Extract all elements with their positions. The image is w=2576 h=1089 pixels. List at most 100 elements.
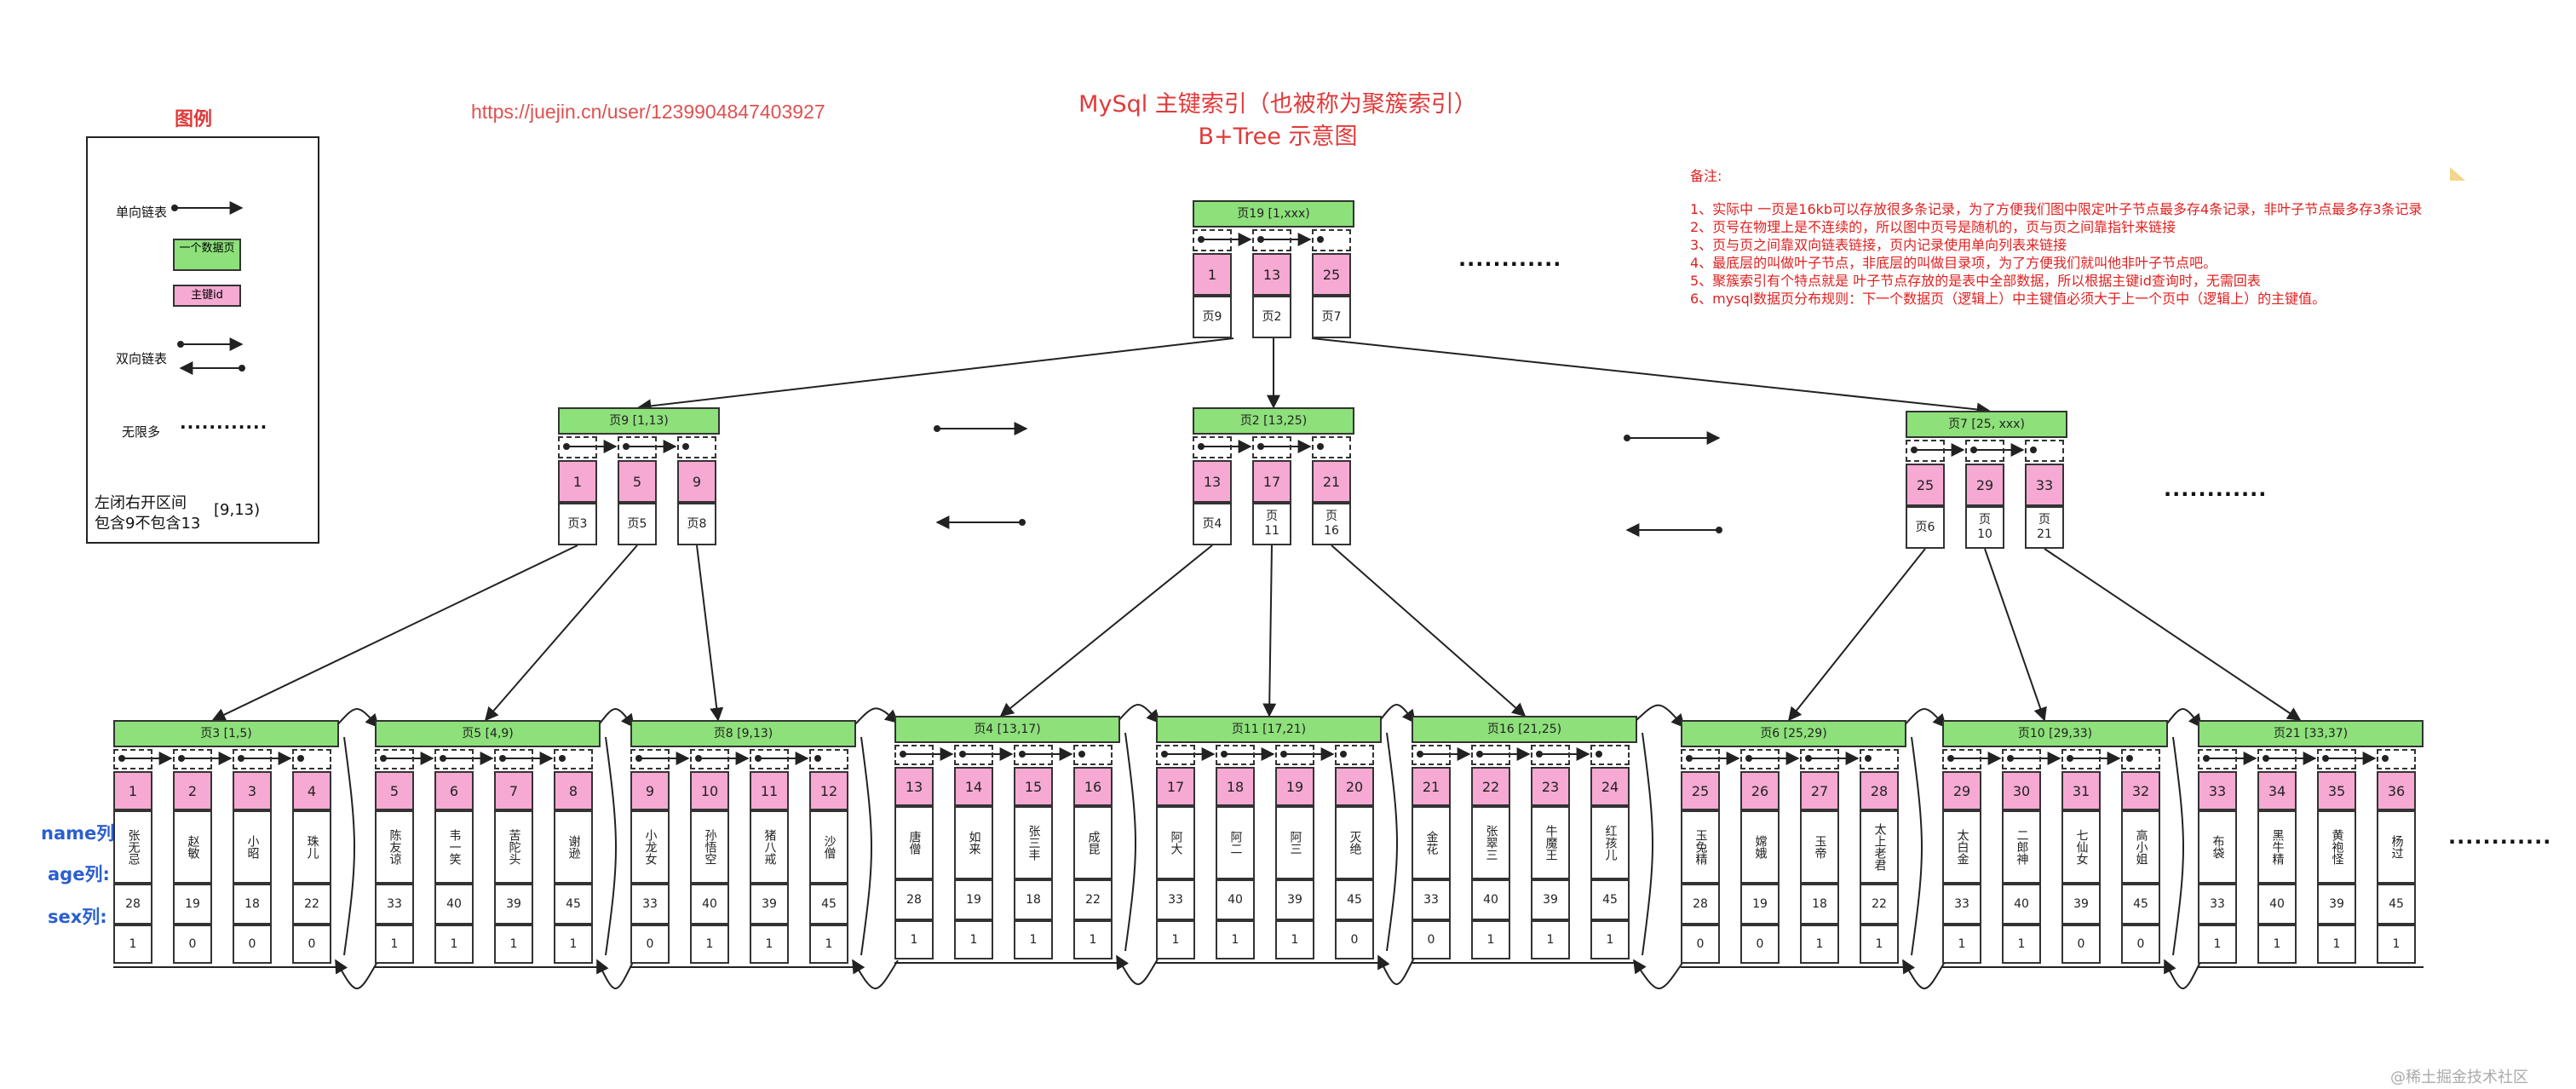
legend-interval-line1: 左闭右开区间 xyxy=(95,494,187,512)
leaf-id-cell: 13 xyxy=(894,767,934,806)
level1-node-key: 13 xyxy=(1193,460,1232,503)
leaf-page-prev-link xyxy=(1633,959,1685,989)
leaf-link-slot xyxy=(1590,745,1630,765)
leaf-sex-cell: 1 xyxy=(1014,920,1053,959)
level1-node-key: 5 xyxy=(618,460,657,503)
leaf-id-cell: 10 xyxy=(690,771,729,810)
leaf-name-cell: 张三丰 xyxy=(1014,806,1053,879)
leaf-id-cell: 24 xyxy=(1590,767,1630,806)
leaf-page-connector xyxy=(1911,736,1923,956)
leaf-name-cell: 嫦娥 xyxy=(1740,810,1780,884)
level1-node-key: 25 xyxy=(1906,464,1945,506)
leaf-link-slot xyxy=(173,749,212,769)
leaf-link-dot xyxy=(297,755,304,762)
level1-node-link-dot xyxy=(1317,443,1324,450)
root-to-page9-arrow xyxy=(637,337,1234,413)
leaf-link-slot xyxy=(113,749,152,769)
leaf-age-cell: 40 xyxy=(690,884,729,925)
root-page-pointer: 页7 xyxy=(1312,296,1351,338)
leaf-age-cell: 39 xyxy=(1275,879,1314,920)
leaf-page-connector xyxy=(1124,732,1136,952)
level1-link-dot xyxy=(1716,527,1722,533)
leaf-sex-cell: 1 xyxy=(1156,920,1195,959)
leaf-name-cell: 阿二 xyxy=(1216,806,1255,879)
level1-node-link-slot xyxy=(1312,436,1351,458)
leaf-name-cell: 布袋 xyxy=(2198,810,2237,884)
level1-node-page-pointer: 页5 xyxy=(618,503,657,545)
leaf-name-cell: 二郎神 xyxy=(2002,810,2041,884)
leaf-sex-cell: 1 xyxy=(494,925,533,964)
level1-to-leaf-arrow xyxy=(1331,544,1527,717)
leaf-sex-cell: 1 xyxy=(2002,925,2041,964)
leaf-id-cell: 21 xyxy=(1412,767,1451,806)
level1-node-page-pointer: 页 16 xyxy=(1312,503,1351,545)
level1-to-leaf-arrow xyxy=(999,544,1213,717)
leaf-name-cell: 珠儿 xyxy=(292,810,331,884)
leaf-id-cell: 29 xyxy=(1942,771,1981,810)
leaf-link-slot xyxy=(2121,749,2160,769)
leaf-page-prev-link xyxy=(596,959,635,989)
leaf-page-prev-link xyxy=(2164,959,2202,989)
note-item: 5、聚簇索引有个特点就是 叶子节点存放的是表中全部数据，所以根据主键id查询时，… xyxy=(1690,273,2261,289)
level1-node-page-pointer: 页 10 xyxy=(1965,506,2004,549)
level1-to-leaf-arrow xyxy=(211,544,578,721)
level1-link-dot xyxy=(1019,519,1026,526)
leaf-link-slot xyxy=(1275,745,1314,765)
leaf-link-slot xyxy=(1412,745,1451,765)
leaf-sex-cell: 1 xyxy=(1275,920,1314,959)
level1-node-key: 17 xyxy=(1252,460,1291,503)
level1-node-header: 页7 [25, xxx) xyxy=(1906,411,2067,438)
leaf-id-cell: 8 xyxy=(554,771,593,810)
leaf-sex-cell: 1 xyxy=(554,925,593,964)
leaf-link-slot xyxy=(1681,749,1720,769)
leaf-id-cell: 30 xyxy=(2002,771,2041,810)
leaf-age-cell: 19 xyxy=(173,884,212,925)
leaf-id-cell: 4 xyxy=(292,771,331,810)
leaf-age-cell: 22 xyxy=(292,884,331,925)
root-page-pointer: 页2 xyxy=(1252,296,1291,338)
leaf-sex-cell: 1 xyxy=(690,925,729,964)
diagram-subtitle: B+Tree 示意图 xyxy=(1198,124,1358,150)
leaf-id-cell: 20 xyxy=(1335,767,1374,806)
leaf-sex-cell: 0 xyxy=(1412,920,1451,959)
legend-double-link-label: 双向链表 xyxy=(116,351,168,366)
leaf-age-cell: 45 xyxy=(809,884,848,925)
leaf-page-next-link xyxy=(1116,704,1161,724)
note-corner-icon xyxy=(2450,167,2465,181)
leaf-id-cell: 14 xyxy=(954,767,993,806)
leaf-link-dot xyxy=(1596,751,1602,758)
leaf-id-cell: 12 xyxy=(809,771,848,810)
root-link-slot xyxy=(1252,229,1291,251)
leaf-id-cell: 19 xyxy=(1275,767,1314,806)
leaf-age-cell: 40 xyxy=(2257,884,2297,925)
leaf-age-cell: 39 xyxy=(494,884,533,925)
legend-double-link-dot xyxy=(177,341,184,348)
leaf-header: 页6 [25,29) xyxy=(1681,720,1906,747)
leaf-link-slot xyxy=(434,749,474,769)
leaf-name-cell: 小龙女 xyxy=(630,810,670,884)
leaf-sex-cell: 1 xyxy=(434,925,474,964)
leaf-sex-cell: 0 xyxy=(1335,920,1374,959)
leaf-age-cell: 28 xyxy=(113,884,152,925)
level1-node-link-slot xyxy=(1965,440,2004,462)
level1-ellipsis: ............ xyxy=(2164,477,2268,501)
leaf-name-cell: 牛魔王 xyxy=(1531,806,1570,879)
leaf-name-cell: 杨过 xyxy=(2377,810,2416,884)
leaf-name-cell: 玉兔精 xyxy=(1681,810,1720,884)
leaf-link-slot xyxy=(2317,749,2356,769)
leaf-link-dot xyxy=(1865,755,1872,762)
leaf-page-connector xyxy=(1642,732,1653,956)
leaf-page-prev-link xyxy=(852,959,899,989)
leaf-link-slot xyxy=(750,749,789,769)
leaf-age-cell: 18 xyxy=(1014,879,1053,920)
leaf-page-connector xyxy=(1386,732,1398,952)
level1-link-dot xyxy=(1624,435,1630,441)
note-item: 3、页与页之间靠双向链表链接，页内记录使用单向列表来链接 xyxy=(1690,237,2067,253)
leaf-link-slot xyxy=(1216,745,1255,765)
leaf-name-cell: 韦一笑 xyxy=(434,810,474,884)
source-url[interactable]: https://juejin.cn/user/1239904847403927 xyxy=(471,101,825,123)
leaf-page-next-link xyxy=(1902,708,1947,729)
level1-to-leaf-arrow xyxy=(696,544,724,722)
legend-infinite-label: 无限多 xyxy=(122,424,161,440)
